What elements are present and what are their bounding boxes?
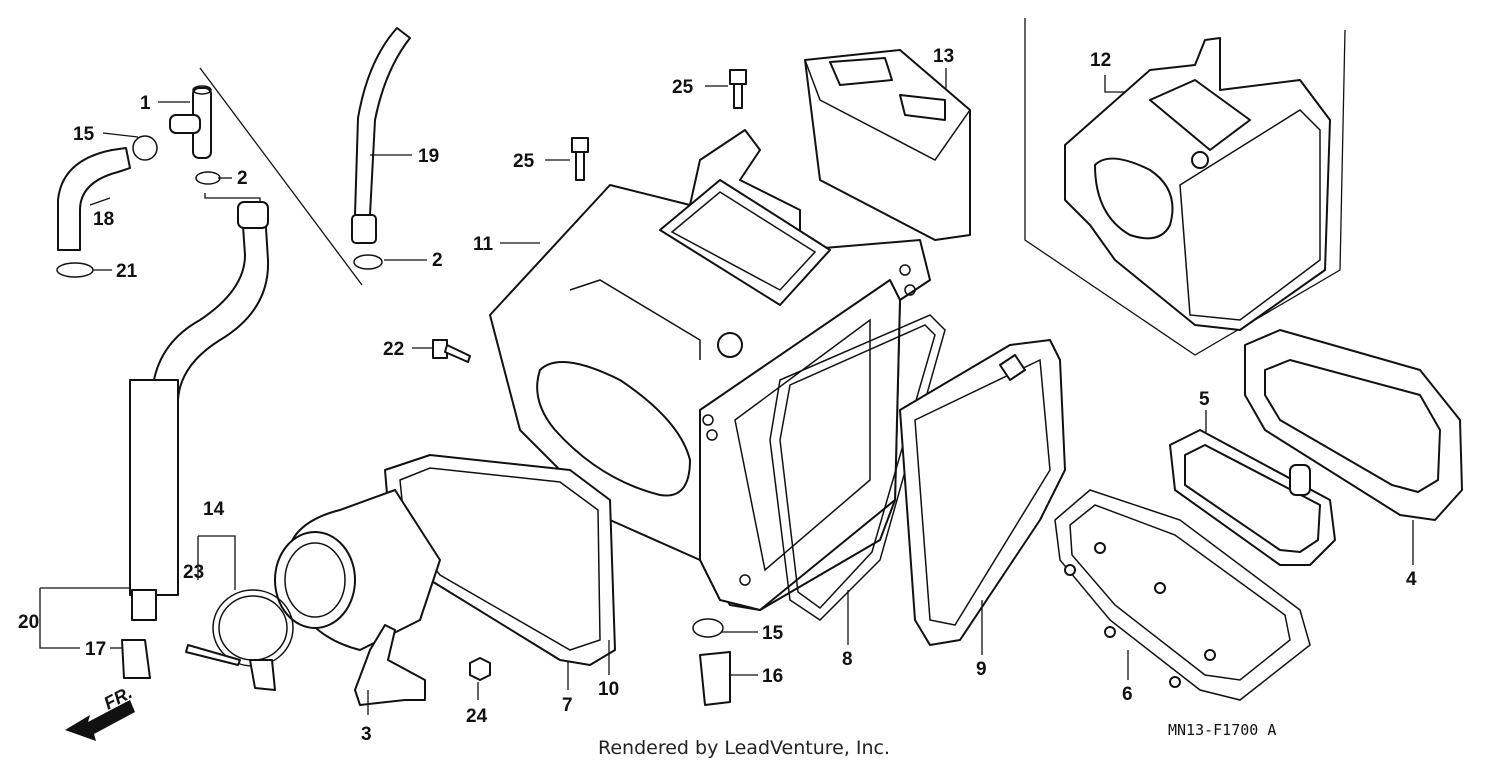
callout-6: 6 [1122,684,1133,705]
callout-21: 21 [116,261,138,282]
callout-25-upper: 25 [672,77,694,98]
callout-19: 19 [418,146,439,167]
cap-17-part [121,639,151,679]
callouts: 1 15 2 18 21 19 2 25 25 13 12 11 22 5 4 … [18,46,1417,745]
clip-21-part [56,262,94,278]
callout-24: 24 [466,706,488,727]
bolt-25b-part [571,137,589,181]
callout-7: 7 [562,695,573,716]
callout-4: 4 [1406,569,1417,590]
drain-tube-20-part [129,201,270,621]
bolt-25a-part [729,69,747,109]
callout-9: 9 [976,659,987,680]
callout-15-upper: 15 [73,124,95,145]
callout-3: 3 [361,724,372,745]
render-credit: Rendered by LeadVenture, Inc. [598,737,890,759]
insert-13-part [804,49,971,241]
callout-22: 22 [383,339,404,360]
callout-14: 14 [203,499,225,520]
callout-1: 1 [140,93,151,114]
callout-13: 13 [933,46,954,67]
callout-15-lower: 15 [762,623,784,644]
callout-2-upper: 2 [237,168,248,189]
air-cleaner-case-11-part [489,129,931,611]
callout-5: 5 [1199,389,1210,410]
frame-6-part [1054,489,1311,701]
mesh-element-5-part [1169,429,1336,566]
hose-19-part [351,27,411,244]
callout-18: 18 [93,209,114,230]
nut-24-part [469,657,491,681]
callout-20: 20 [18,612,39,633]
callout-23: 23 [183,562,204,583]
callout-10: 10 [598,679,619,700]
callout-12: 12 [1090,50,1111,71]
cover-9-part [899,339,1066,646]
clip-2b-part [353,254,383,270]
callout-2-lower: 2 [432,250,443,271]
clip-2-part [195,171,221,185]
intake-duct-10-part [274,454,616,666]
callout-8: 8 [842,649,853,670]
diagram-code: MN13-F1700 A [1168,721,1276,739]
callout-25-lower: 25 [513,151,535,172]
callout-17: 17 [85,639,106,660]
plug-16-part [699,651,731,706]
stay-3-part [354,624,426,706]
t-joint-part [169,85,212,159]
clip-15-part [132,135,158,161]
gasket-8-part [769,314,946,621]
screw-23-part [185,644,241,666]
callout-11: 11 [473,234,494,255]
assembly-12-part [1024,18,1346,356]
bolt-22-part [432,339,471,363]
front-direction-arrow: FR. [65,682,135,741]
band-14-part [212,589,294,691]
leader-lines [39,68,1414,715]
hose-18-part [57,147,131,251]
clip-15b-part [692,618,724,638]
callout-16: 16 [762,666,783,687]
foam-filter-4-part [1244,329,1463,521]
